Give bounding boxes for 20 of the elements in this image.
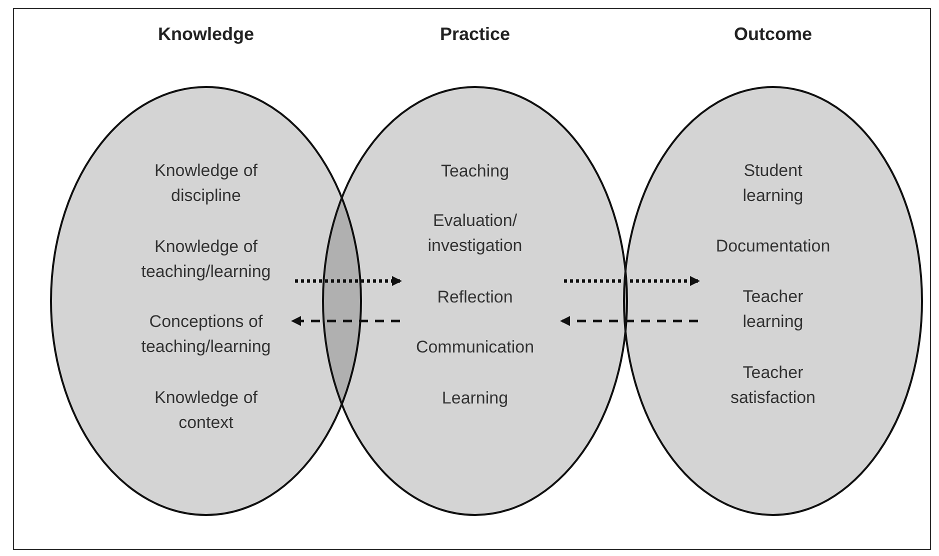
column-heading: Outcome: [732, 24, 813, 45]
item-label: Communication: [414, 336, 536, 358]
item-label: Knowledge of context: [153, 387, 259, 434]
arrow: [291, 316, 400, 326]
item-label: Conceptions of teaching/learning: [140, 311, 272, 358]
column-heading: Practice: [438, 24, 512, 45]
item-label: Teacher satisfaction: [729, 362, 817, 409]
arrow: [564, 276, 700, 286]
item-label: Knowledge of teaching/learning: [140, 236, 272, 283]
item-label: Learning: [440, 388, 510, 410]
arrow: [560, 316, 698, 326]
item-label: Reflection: [436, 286, 514, 308]
item-label: Documentation: [714, 236, 832, 258]
item-label: Knowledge of discipline: [153, 160, 259, 207]
item-label: Student learning: [742, 160, 804, 207]
item-label: Teaching: [440, 160, 510, 182]
item-label: Teacher learning: [742, 286, 804, 333]
column-heading: Knowledge: [156, 24, 255, 45]
item-label: Evaluation/ investigation: [426, 210, 524, 257]
arrow: [295, 276, 402, 286]
